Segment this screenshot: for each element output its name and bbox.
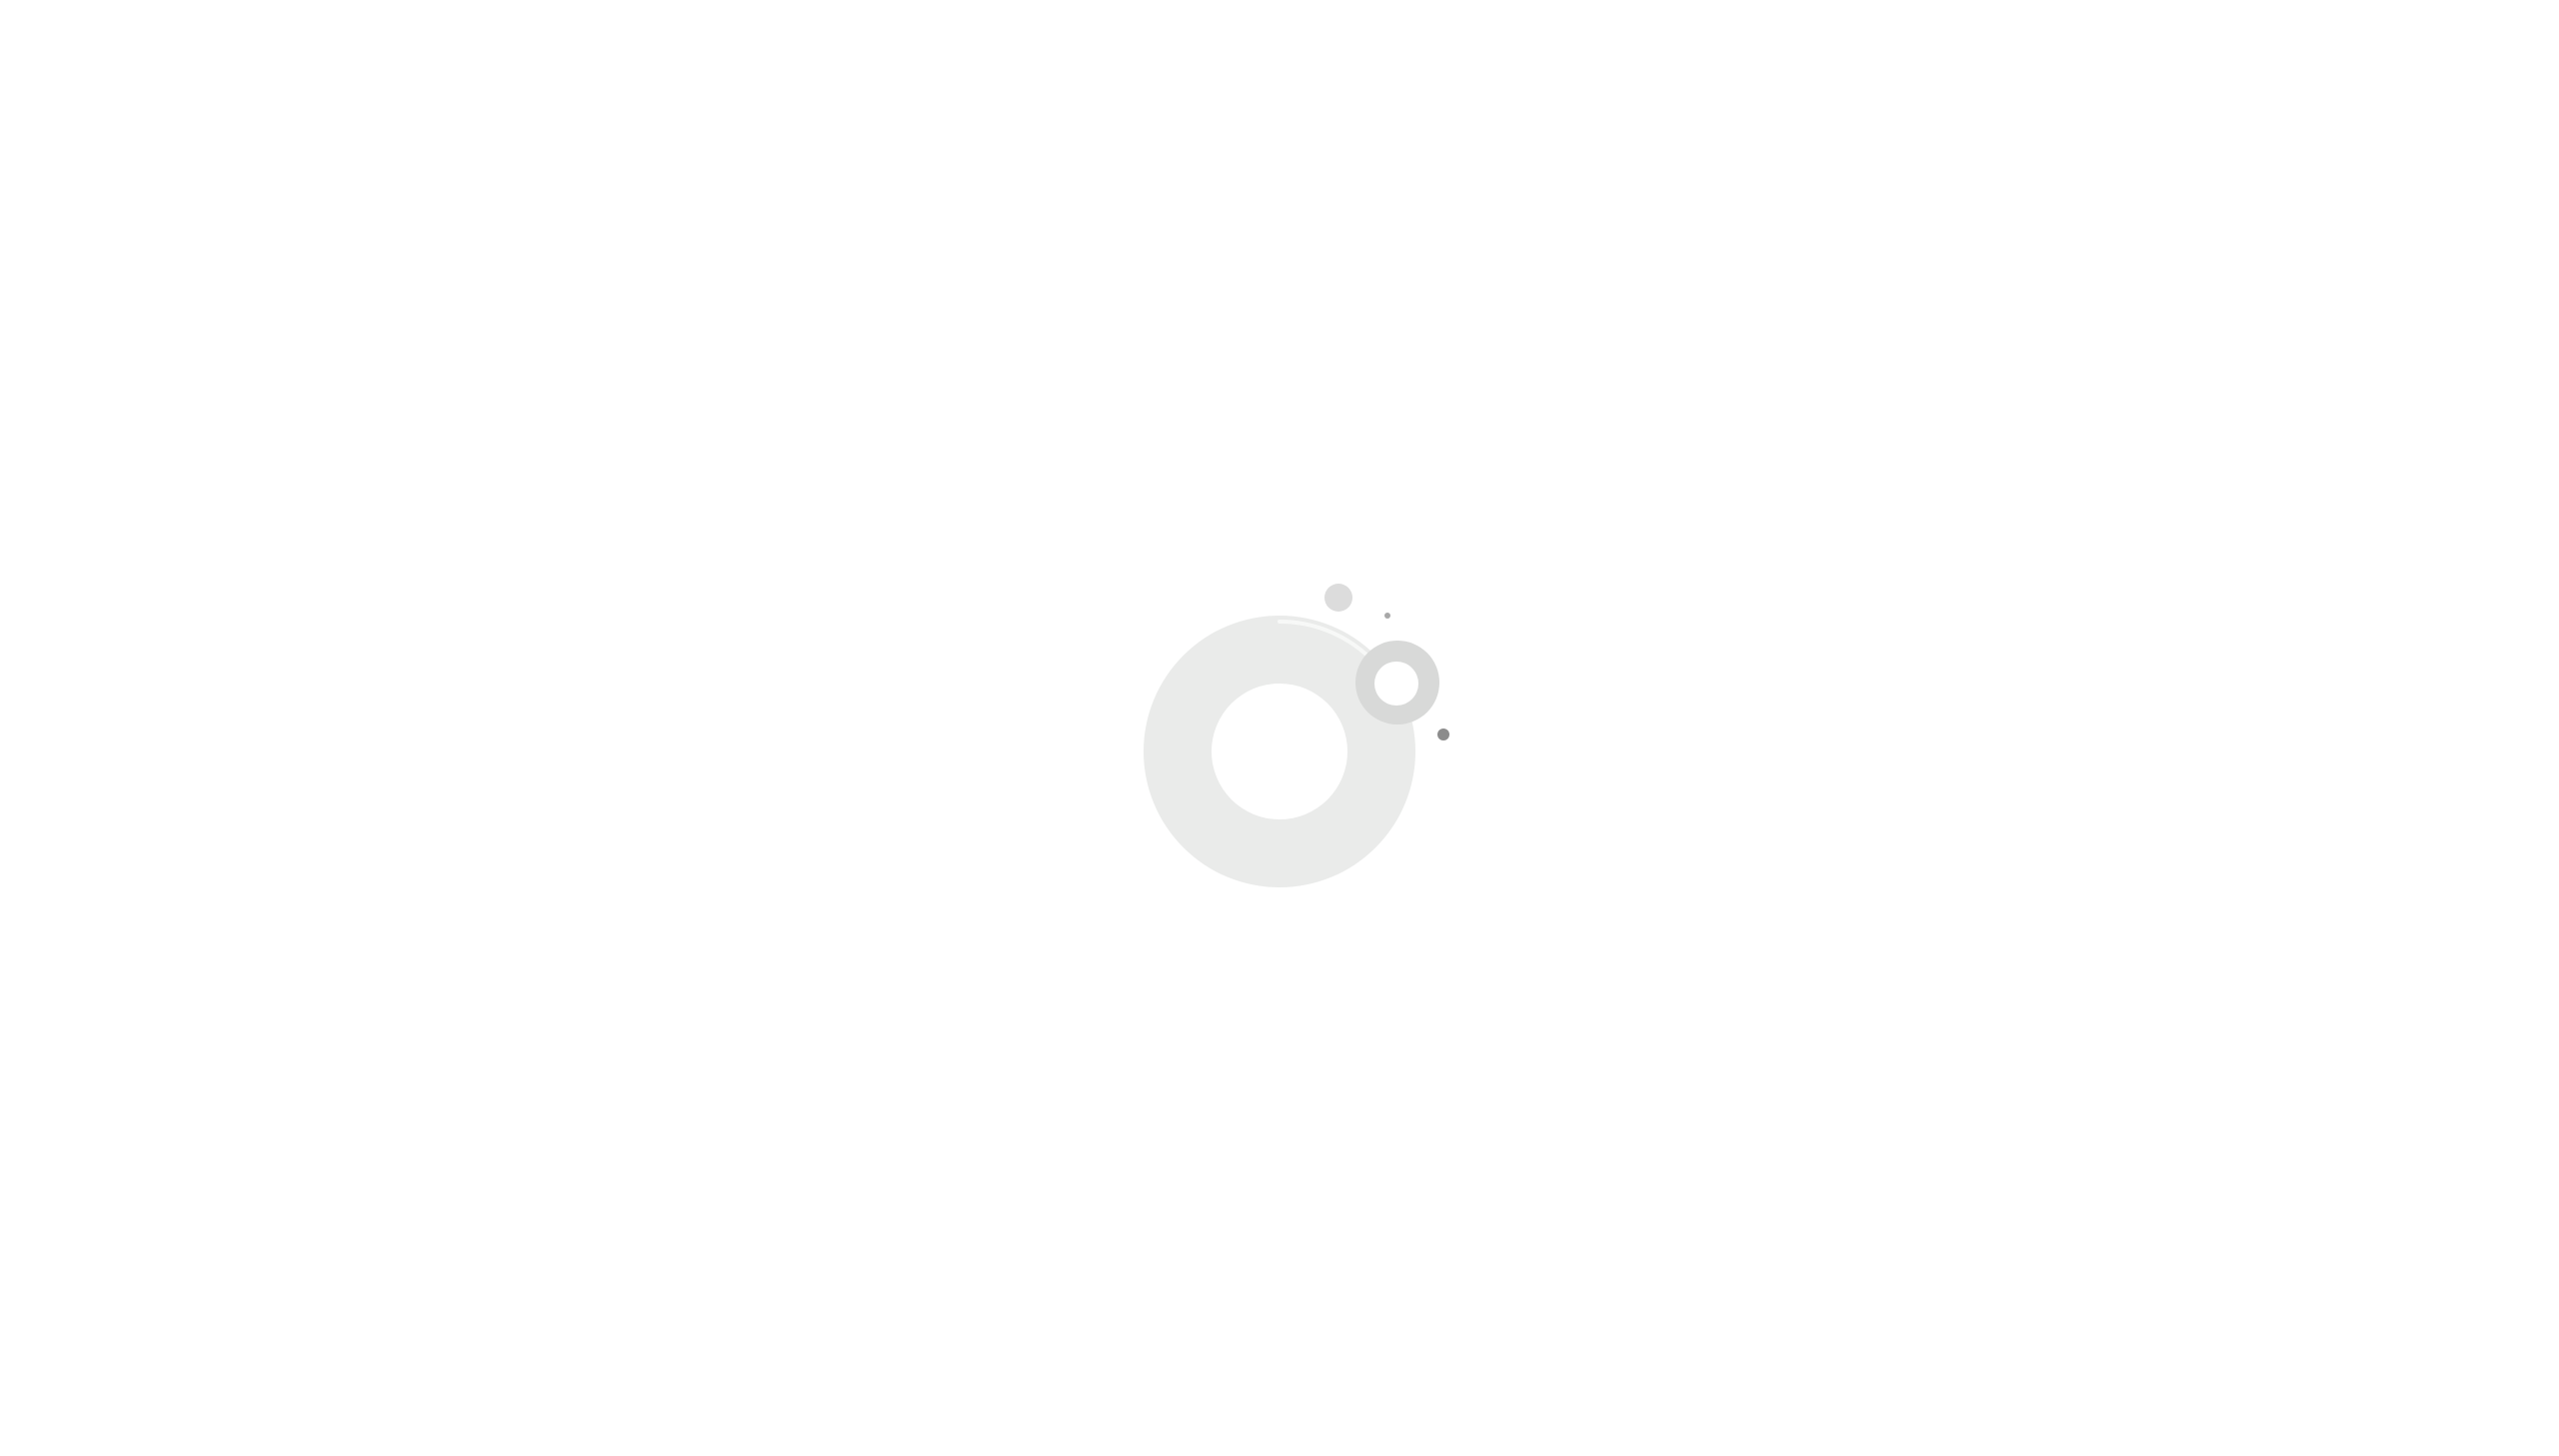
loading-indicator (1130, 570, 1479, 909)
orbit-ring-hole (1374, 662, 1418, 706)
particle-dot-large (1324, 584, 1352, 612)
loading-spinner-icon (1144, 584, 1449, 887)
main-ring-hole (1212, 684, 1347, 819)
particle-dot-tiny (1384, 613, 1390, 619)
ring-highlight-arc (1278, 619, 1369, 658)
particle-dot-dark (1437, 728, 1449, 740)
